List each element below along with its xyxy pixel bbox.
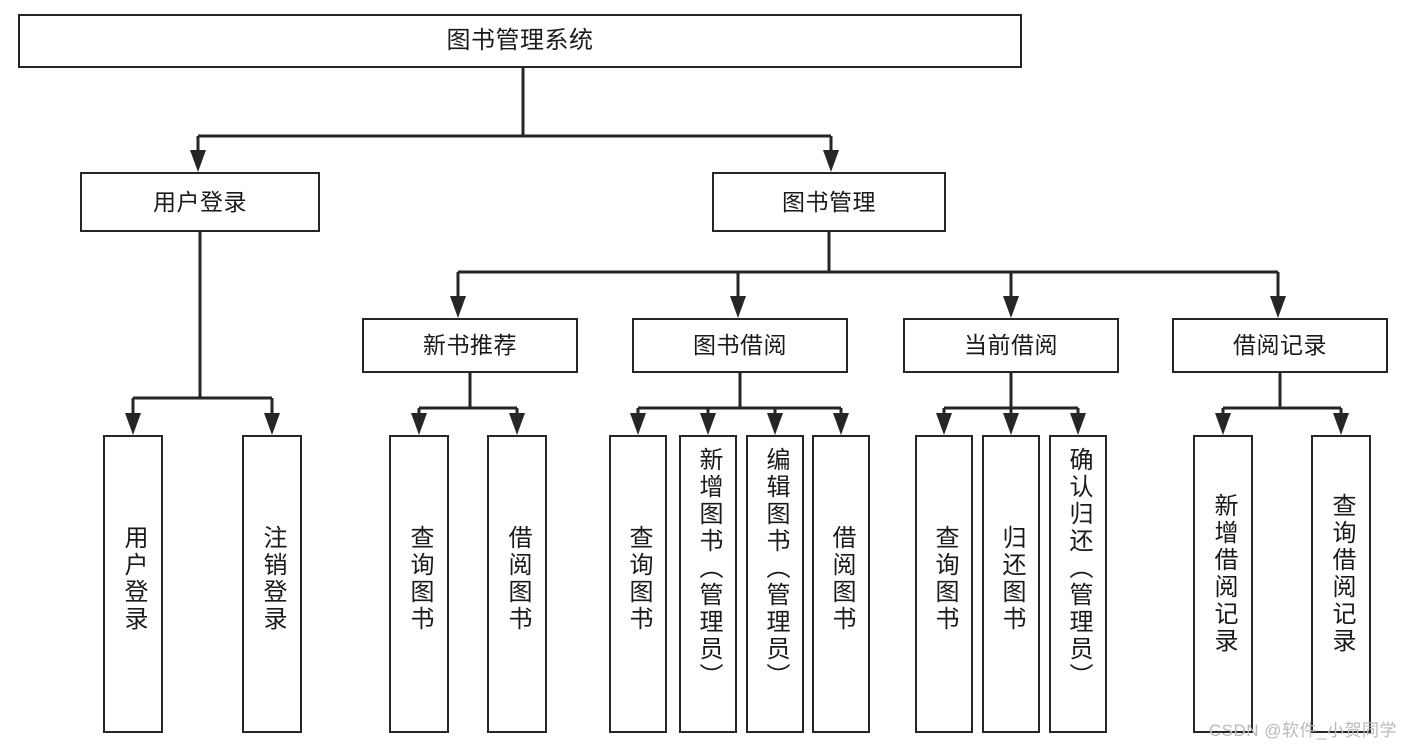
node-leaf-borrow-book-1[interactable]: 借阅图书	[487, 435, 547, 733]
arrow-head-book-manage-to-level2-1	[730, 296, 746, 318]
arrow-head-book-manage-to-level2-3	[1270, 296, 1286, 318]
arrow-head-book-borrow-to-leaves-1	[700, 413, 716, 435]
node-leaf-confirm-return[interactable]: 确认归还（管理员）	[1049, 435, 1107, 733]
node-label-book-manage: 图书管理	[782, 188, 876, 215]
node-current-borrow[interactable]: 当前借阅	[903, 318, 1119, 373]
arrow-head-current-borrow-to-leaves-2	[1070, 413, 1086, 435]
node-label-leaf-add-book: 新增图书（管理员）	[695, 447, 722, 690]
node-label-new-book-recommend: 新书推荐	[423, 332, 517, 359]
csdn-watermark: CSDN @软件_小贺同学	[1208, 721, 1397, 740]
node-leaf-logout[interactable]: 注销登录	[242, 435, 302, 733]
node-label-leaf-query-record: 查询借阅记录	[1328, 493, 1355, 655]
node-label-user-login: 用户登录	[153, 188, 247, 215]
node-label-borrow-record: 借阅记录	[1233, 332, 1327, 359]
arrow-head-new-book-recommend-to-leaves-0	[411, 413, 427, 435]
node-book-borrow[interactable]: 图书借阅	[632, 318, 848, 373]
node-user-login[interactable]: 用户登录	[80, 172, 320, 232]
arrow-head-new-book-recommend-to-leaves-1	[509, 413, 525, 435]
node-label-leaf-query-book-3: 查询图书	[931, 525, 958, 633]
arrow-head-current-borrow-to-leaves-1	[1003, 413, 1019, 435]
node-label-book-borrow: 图书借阅	[693, 332, 787, 359]
arrow-head-root-to-level1-1	[823, 150, 839, 172]
node-label-leaf-user-login: 用户登录	[120, 525, 147, 633]
arrow-head-book-borrow-to-leaves-2	[767, 413, 783, 435]
node-root[interactable]: 图书管理系统	[18, 14, 1022, 68]
arrow-head-user-login-to-leaves-1	[264, 413, 280, 435]
arrow-head-borrow-record-to-leaves-1	[1333, 413, 1349, 435]
node-label-leaf-query-book-1: 查询图书	[406, 525, 433, 633]
node-borrow-record[interactable]: 借阅记录	[1172, 318, 1388, 373]
node-label-leaf-add-record: 新增借阅记录	[1210, 493, 1237, 655]
arrow-head-root-to-level1-0	[190, 150, 206, 172]
node-book-manage[interactable]: 图书管理	[712, 172, 946, 232]
node-label-leaf-logout: 注销登录	[259, 525, 286, 633]
node-label-leaf-edit-book: 编辑图书（管理员）	[762, 447, 789, 690]
arrow-head-book-manage-to-level2-2	[1003, 296, 1019, 318]
arrow-head-book-manage-to-level2-0	[450, 296, 466, 318]
node-label-leaf-return-book: 归还图书	[998, 525, 1025, 633]
node-new-book-recommend[interactable]: 新书推荐	[362, 318, 578, 373]
node-leaf-return-book[interactable]: 归还图书	[982, 435, 1040, 733]
arrow-head-user-login-to-leaves-0	[125, 413, 141, 435]
node-leaf-add-book[interactable]: 新增图书（管理员）	[679, 435, 737, 733]
node-label-leaf-confirm-return: 确认归还（管理员）	[1065, 447, 1092, 690]
node-label-current-borrow: 当前借阅	[964, 332, 1058, 359]
node-leaf-query-book-1[interactable]: 查询图书	[389, 435, 449, 733]
arrow-head-current-borrow-to-leaves-0	[936, 413, 952, 435]
node-label-root: 图书管理系统	[446, 27, 594, 55]
node-leaf-query-book-3[interactable]: 查询图书	[915, 435, 973, 733]
node-label-leaf-borrow-book-2: 借阅图书	[828, 525, 855, 633]
node-leaf-query-record[interactable]: 查询借阅记录	[1311, 435, 1371, 733]
node-leaf-add-record[interactable]: 新增借阅记录	[1193, 435, 1253, 733]
arrow-head-borrow-record-to-leaves-0	[1215, 413, 1231, 435]
node-leaf-edit-book[interactable]: 编辑图书（管理员）	[746, 435, 804, 733]
node-leaf-query-book-2[interactable]: 查询图书	[609, 435, 667, 733]
node-label-leaf-query-book-2: 查询图书	[625, 525, 652, 633]
node-label-leaf-borrow-book-1: 借阅图书	[504, 525, 531, 633]
node-leaf-borrow-book-2[interactable]: 借阅图书	[812, 435, 870, 733]
arrow-head-book-borrow-to-leaves-0	[630, 413, 646, 435]
arrow-head-book-borrow-to-leaves-3	[833, 413, 849, 435]
node-leaf-user-login[interactable]: 用户登录	[103, 435, 163, 733]
